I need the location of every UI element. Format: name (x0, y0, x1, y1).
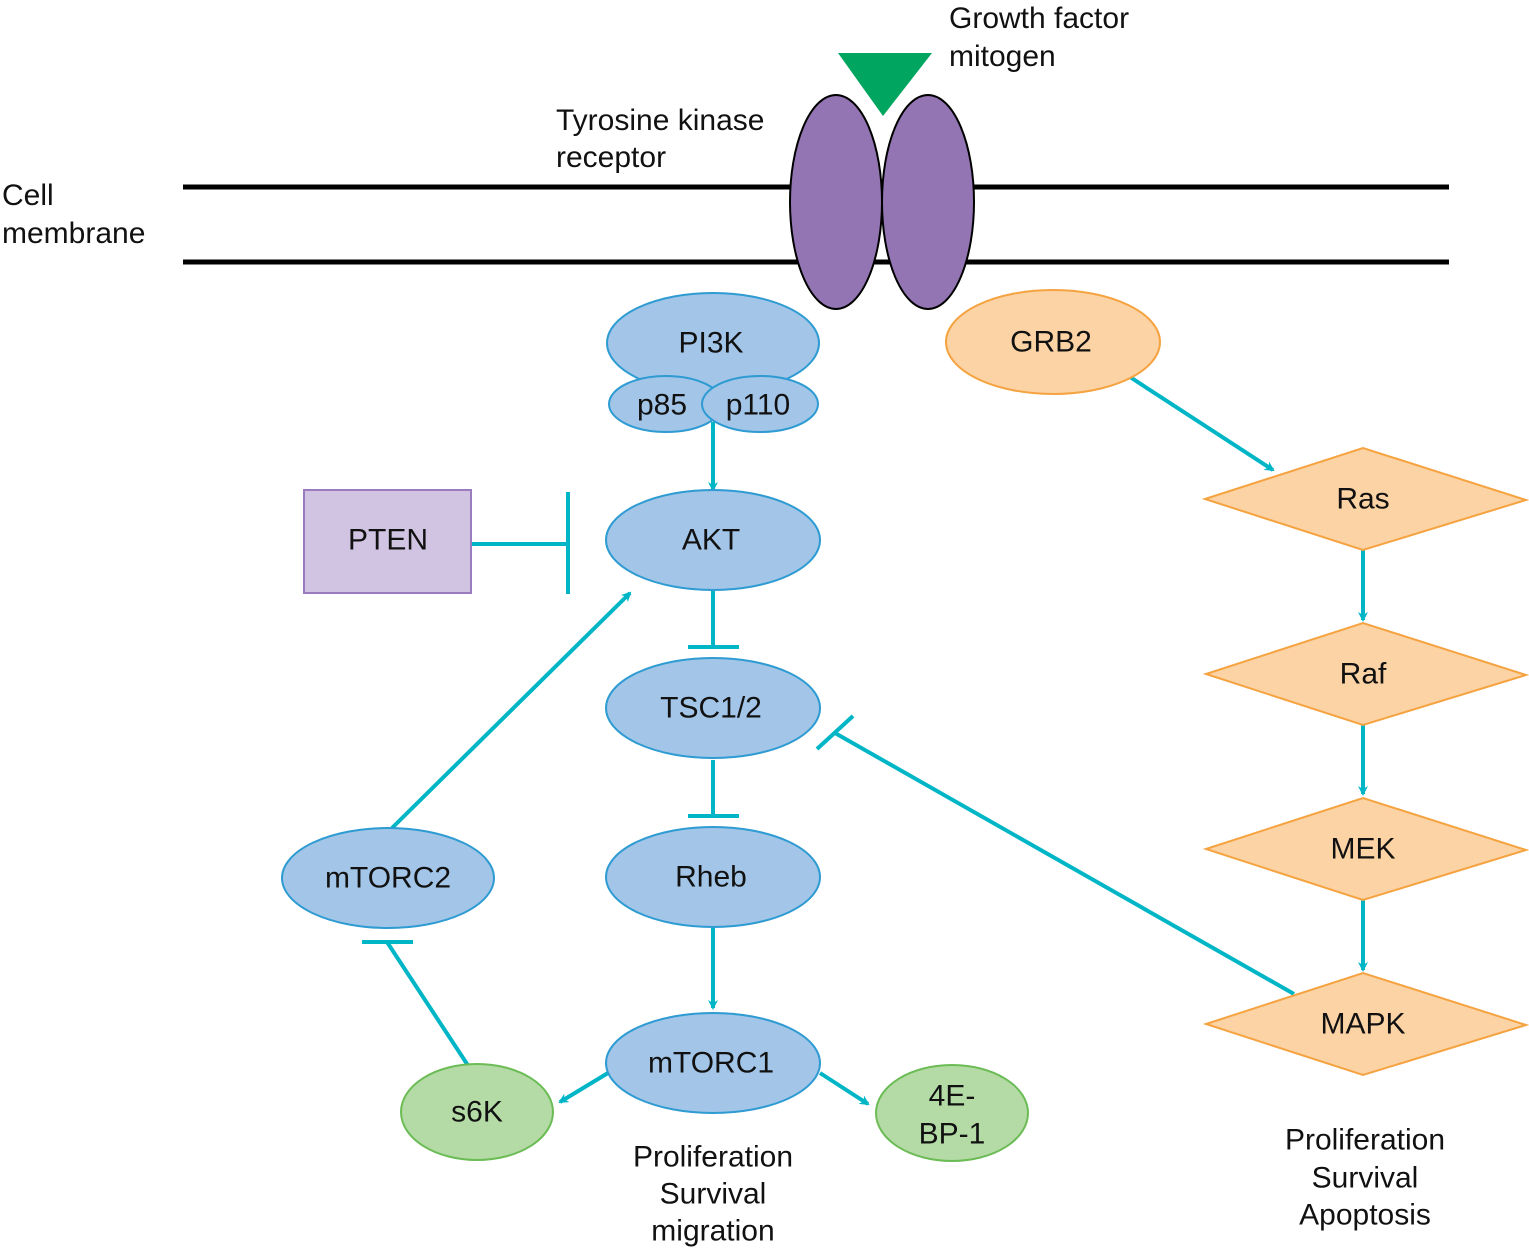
mapk-outcome-1: Proliferation (1285, 1124, 1445, 1157)
node-p110-label: p110 (726, 389, 791, 422)
connectors (362, 375, 1368, 1106)
node-rheb[interactable]: Rheb (605, 826, 821, 928)
node-4ebp1-label-2: BP-1 (919, 1118, 986, 1151)
node-ras-label: Ras (1336, 483, 1389, 516)
node-mek-label: MEK (1330, 833, 1395, 866)
node-s6k-label: s6K (451, 1096, 503, 1129)
node-pten-label: PTEN (348, 524, 428, 557)
node-grb2-label: GRB2 (1010, 326, 1092, 359)
node-mapk[interactable]: MAPK (1202, 971, 1529, 1077)
edge-mapk-tsc (834, 731, 1295, 996)
node-mtorc1-label: mTORC1 (648, 1047, 774, 1080)
receptor-label-2: receptor (556, 141, 666, 174)
node-rheb-label: Rheb (675, 861, 747, 894)
pi3k-outcome-2: Survival (660, 1178, 767, 1211)
edge-mtorc2-akt (390, 591, 632, 830)
edge-mtorc1-ebp1 (818, 1071, 870, 1106)
node-p85-label: p85 (637, 389, 687, 422)
node-mtorc2-label: mTORC2 (325, 862, 451, 895)
receptor-right (881, 94, 975, 310)
node-tsc[interactable]: TSC1/2 (605, 657, 821, 759)
node-mapk-label: MAPK (1320, 1008, 1405, 1041)
pi3k-outcome-1: Proliferation (633, 1141, 793, 1174)
mapk-outcome-3: Apoptosis (1299, 1199, 1431, 1232)
mapk-outcome-2: Survival (1312, 1162, 1419, 1195)
node-mtorc2[interactable]: mTORC2 (281, 827, 495, 929)
edge-grb2-ras (1128, 375, 1275, 472)
edge-s6k-mtorc2 (385, 940, 471, 1069)
node-raf-label: Raf (1340, 658, 1387, 691)
pi3k-outcome-3: migration (651, 1215, 774, 1248)
node-4ebp1[interactable]: 4E- BP-1 (875, 1064, 1029, 1162)
node-mtorc1[interactable]: mTORC1 (605, 1012, 821, 1114)
mapk-outcomes: Proliferation Survival Apoptosis (1285, 1124, 1445, 1232)
node-raf[interactable]: Raf (1202, 621, 1529, 727)
node-p110[interactable]: p110 (701, 375, 819, 433)
node-4ebp1-label-1: 4E- (929, 1080, 976, 1113)
node-s6k[interactable]: s6K (400, 1063, 554, 1161)
receptor-left (789, 94, 883, 310)
ligand-triangle (838, 53, 932, 116)
receptor-label-1: Tyrosine kinase (556, 104, 764, 137)
node-pi3k[interactable]: PI3K (606, 292, 820, 394)
node-pten[interactable]: PTEN (303, 489, 472, 594)
cell-membrane-label-1: Cell (2, 179, 54, 212)
node-grb2[interactable]: GRB2 (945, 289, 1161, 395)
cell-membrane-label-2: membrane (2, 217, 145, 250)
node-tsc-label: TSC1/2 (660, 692, 762, 725)
ligand-label-1: Growth factor (949, 2, 1129, 35)
edge-mapk-tsc-bar (815, 714, 855, 751)
edge-mtorc1-s6k (558, 1071, 610, 1104)
node-mek[interactable]: MEK (1202, 796, 1529, 902)
node-ras[interactable]: Ras (1201, 446, 1529, 552)
node-akt[interactable]: AKT (605, 489, 821, 591)
ligand-label-2: mitogen (949, 40, 1056, 73)
node-pi3k-label: PI3K (678, 327, 743, 360)
pi3k-outcomes: Proliferation Survival migration (633, 1141, 793, 1248)
node-akt-label: AKT (682, 524, 740, 557)
